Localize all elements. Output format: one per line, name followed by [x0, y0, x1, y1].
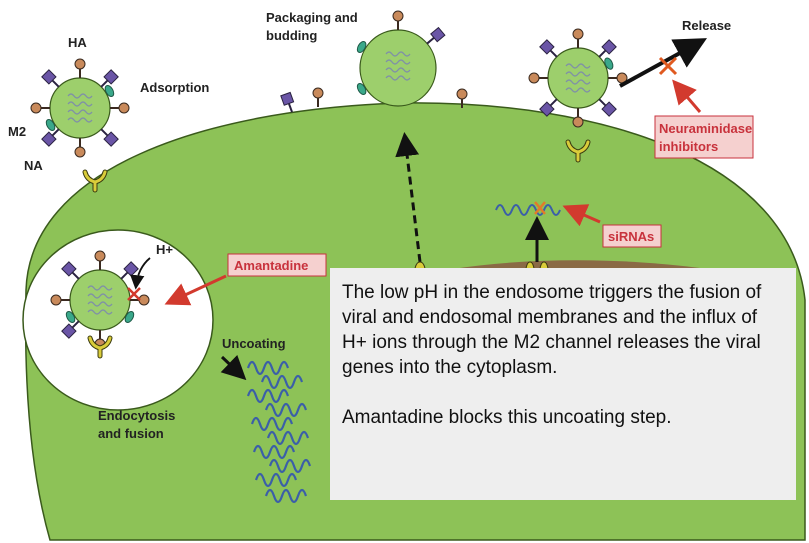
trafficking-arrow	[395, 132, 422, 263]
adsorption-label: Adsorption	[140, 80, 209, 95]
uncoating-arrow	[220, 354, 247, 381]
h-plus-arrow	[130, 257, 151, 290]
target-mrna	[495, 201, 561, 216]
virion-endosome	[50, 250, 150, 350]
neuraminidase-label-line1: Neuraminidase	[659, 121, 752, 136]
explanation-paragraph-1: The low pH in the endosome triggers the …	[342, 282, 762, 378]
endocytosis-label-line2: and fusion	[98, 426, 164, 441]
virion-release	[528, 28, 628, 128]
m2-block-mark	[127, 287, 141, 301]
uncoating-label: Uncoating	[222, 336, 286, 351]
na-label: NA	[24, 158, 43, 173]
ha-label: HA	[68, 35, 87, 50]
h-plus-label: H+	[156, 242, 173, 257]
amantadine-box	[227, 253, 327, 277]
sirnas-label: siRNAs	[608, 229, 654, 244]
release-arrow	[619, 38, 708, 88]
neuraminidase-inhibitor-arrow	[672, 79, 702, 113]
explanation-paragraph-2: Amantadine blocks this uncoating step.	[342, 407, 672, 428]
m2-label: M2	[8, 124, 26, 139]
neuraminidase-label-line2: inhibitors	[659, 139, 718, 154]
release-block-mark	[658, 56, 678, 76]
amantadine-label: Amantadine	[234, 258, 308, 273]
packaging-label-line1: Packaging and	[266, 10, 358, 25]
explanation-box: The low pH in the endosome triggers the …	[330, 268, 796, 500]
packaging-label-line2: budding	[266, 28, 317, 43]
virion-adsorption	[30, 58, 130, 158]
sirna-arrow	[562, 204, 601, 227]
sirnas-box	[602, 224, 662, 248]
amantadine-arrow	[164, 274, 227, 306]
virion-budding	[355, 10, 446, 107]
endocytosis-label-line1: Endocytosis	[98, 408, 175, 423]
neuraminidase-inhibitors-box	[654, 115, 754, 159]
release-label: Release	[682, 18, 731, 33]
